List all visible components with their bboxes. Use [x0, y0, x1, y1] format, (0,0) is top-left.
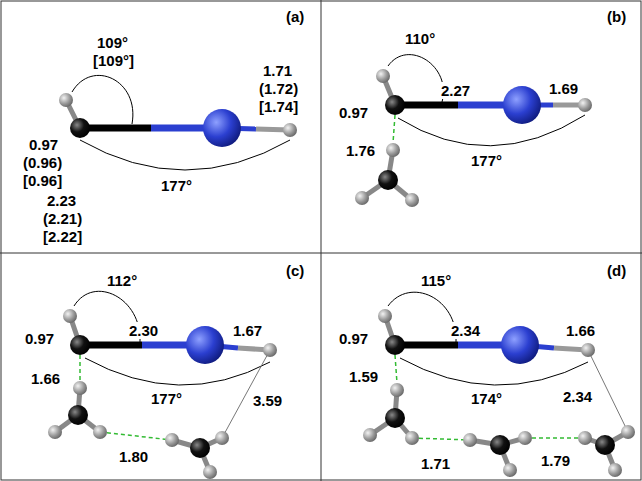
- measurement-label: (2.21): [42, 210, 83, 227]
- measurement-label: 2.27: [440, 82, 471, 99]
- measurement-label: 1.80: [118, 448, 149, 465]
- panel-label: (b): [606, 8, 627, 25]
- measurement-label: 115°: [420, 272, 452, 289]
- measurement-label: [0.96]: [22, 172, 63, 189]
- measurement-label: 177°: [470, 152, 503, 169]
- measurement-label: 1.69: [548, 80, 579, 97]
- measurement-label: 112°: [106, 272, 138, 289]
- measurement-label: 1.59: [348, 368, 379, 385]
- measurement-label: 1.66: [565, 322, 596, 339]
- measurement-label: 2.23: [46, 192, 77, 209]
- panel-label: (d): [606, 262, 627, 279]
- measurement-label: [109°]: [92, 52, 135, 69]
- measurement-label: (1.72): [258, 80, 299, 97]
- panel-label: (c): [285, 262, 305, 279]
- measurement-label: 2.30: [128, 322, 159, 339]
- measurement-label: 1.79: [540, 452, 571, 469]
- measurement-label: 110°: [404, 30, 436, 47]
- measurement-label: 3.59: [252, 392, 283, 409]
- measurement-label: 1.76: [345, 142, 376, 159]
- measurement-label: 2.34: [450, 322, 481, 339]
- measurement-label: 1.66: [30, 370, 61, 387]
- measurement-label: 177°: [150, 390, 183, 407]
- panel-label: (a): [285, 8, 305, 25]
- measurement-label: 1.67: [232, 322, 263, 339]
- measurement-label: 177°: [160, 177, 193, 194]
- measurement-label: 2.34: [562, 388, 593, 405]
- measurement-label: 0.97: [338, 104, 369, 121]
- measurement-label: 0.97: [338, 330, 369, 347]
- measurement-label: [2.22]: [42, 228, 83, 245]
- measurement-label: 0.97: [28, 136, 59, 153]
- measurement-label: 0.97: [24, 330, 55, 347]
- measurement-label: 1.71: [420, 455, 451, 472]
- measurement-label: (0.96): [22, 154, 63, 171]
- measurement-label: 1.71: [262, 62, 293, 79]
- measurement-label: 109°: [96, 34, 129, 51]
- measurement-label: 174°: [470, 390, 503, 407]
- measurement-label: [1.74]: [258, 98, 299, 115]
